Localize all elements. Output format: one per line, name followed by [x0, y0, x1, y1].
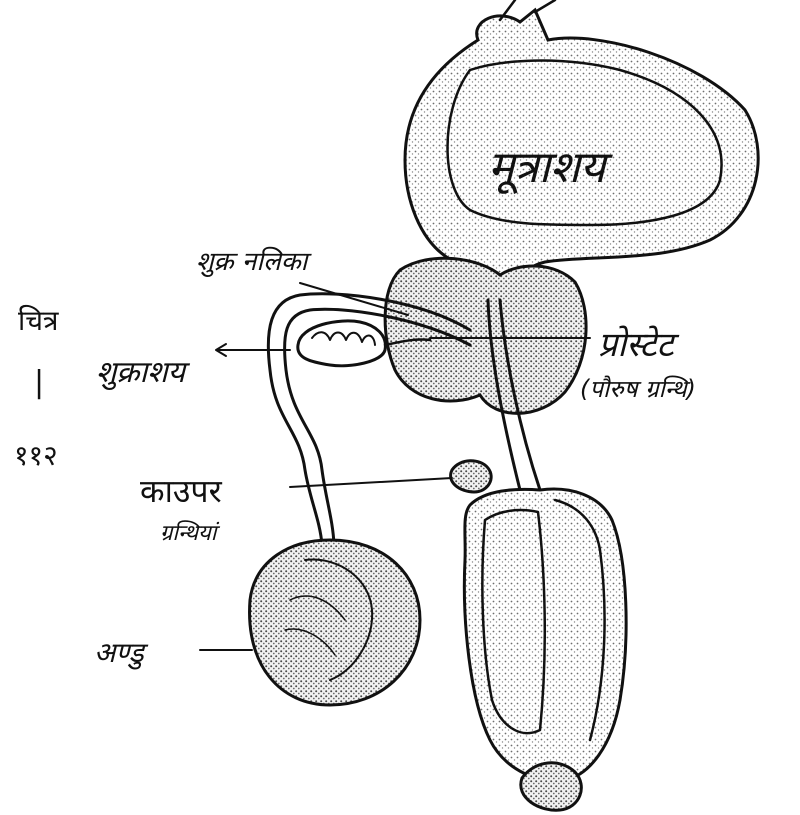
leader-cowper: [290, 478, 452, 487]
label-vas-deferens: शुक्र नलिका: [196, 246, 313, 277]
penis: [464, 489, 626, 810]
label-testis: अण्डु: [94, 636, 149, 670]
figure-caption-number: ११२: [14, 439, 58, 472]
label-prostate-gland: (पौरुष ग्रन्थि): [580, 375, 696, 403]
label-prostate: प्रोस्टेट: [598, 325, 680, 365]
cowper-gland: [451, 461, 492, 492]
label-cowper: काउपर: [140, 472, 223, 510]
label-cowper-gland: ग्रन्थियां: [160, 520, 221, 546]
label-bladder: मूत्राशय: [488, 142, 613, 195]
figure-caption-word: चित्र: [18, 304, 59, 337]
figure-caption-bar: |: [34, 365, 44, 400]
label-seminal-vesicle: शुक्राशय: [96, 355, 191, 391]
testis: [250, 540, 420, 705]
prostate: [385, 258, 586, 413]
